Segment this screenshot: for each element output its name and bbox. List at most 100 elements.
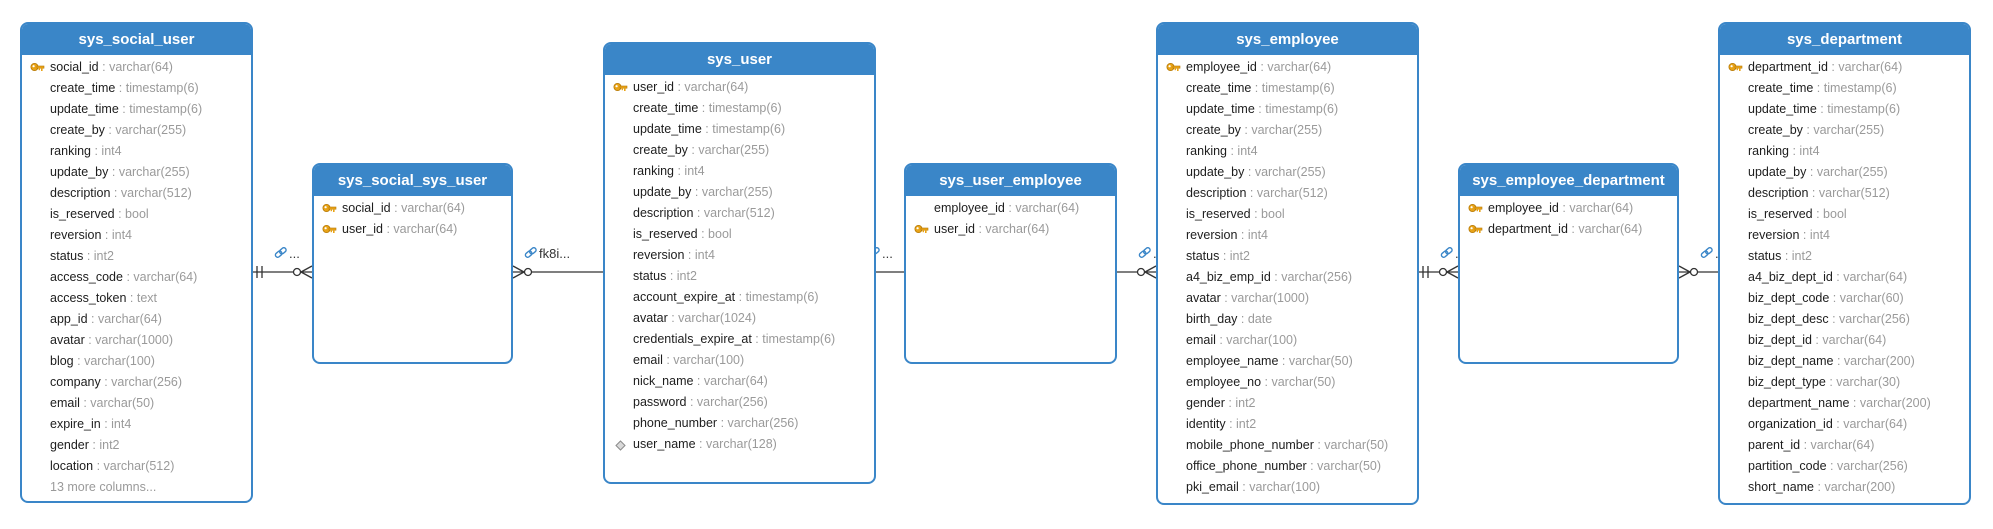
column-row[interactable]: employee_name : varchar(50) bbox=[1158, 351, 1417, 372]
column-row[interactable]: employee_id : varchar(64) bbox=[1460, 198, 1677, 219]
column-row[interactable]: birth_day : date bbox=[1158, 309, 1417, 330]
column-row[interactable]: parent_id : varchar(64) bbox=[1720, 435, 1969, 456]
column-row[interactable]: status : int2 bbox=[22, 246, 251, 267]
column-row[interactable]: reversion : int4 bbox=[1720, 225, 1969, 246]
column-row[interactable]: reversion : int4 bbox=[605, 245, 874, 266]
column-row[interactable]: social_id : varchar(64) bbox=[22, 57, 251, 78]
table-sys-user-employee[interactable]: sys_user_employee employee_id : varchar(… bbox=[904, 163, 1117, 364]
column-row[interactable]: status : int2 bbox=[1158, 246, 1417, 267]
column-row[interactable]: create_by : varchar(255) bbox=[1158, 120, 1417, 141]
column-row[interactable]: ranking : int4 bbox=[22, 141, 251, 162]
column-row[interactable]: identity : int2 bbox=[1158, 414, 1417, 435]
column-row[interactable]: create_by : varchar(255) bbox=[22, 120, 251, 141]
table-sys-social-user[interactable]: sys_social_user social_id : varchar(64)c… bbox=[20, 22, 253, 503]
column-row[interactable]: biz_dept_id : varchar(64) bbox=[1720, 330, 1969, 351]
column-row[interactable]: update_by : varchar(255) bbox=[1158, 162, 1417, 183]
column-row[interactable]: biz_dept_code : varchar(60) bbox=[1720, 288, 1969, 309]
column-row[interactable]: organization_id : varchar(64) bbox=[1720, 414, 1969, 435]
column-row[interactable]: create_time : timestamp(6) bbox=[605, 98, 874, 119]
column-row[interactable]: password : varchar(256) bbox=[605, 392, 874, 413]
column-row[interactable]: access_token : text bbox=[22, 288, 251, 309]
table-sys-user[interactable]: sys_user user_id : varchar(64)create_tim… bbox=[603, 42, 876, 484]
column-row[interactable]: account_expire_at : timestamp(6) bbox=[605, 287, 874, 308]
column-row[interactable]: department_id : varchar(64) bbox=[1720, 57, 1969, 78]
column-row[interactable]: email : varchar(100) bbox=[1158, 330, 1417, 351]
column-row[interactable]: gender : int2 bbox=[1158, 393, 1417, 414]
column-row[interactable]: create_time : timestamp(6) bbox=[1720, 78, 1969, 99]
column-row[interactable]: create_by : varchar(255) bbox=[605, 140, 874, 161]
column-row[interactable]: ranking : int4 bbox=[1158, 141, 1417, 162]
column-row[interactable]: partition_code : varchar(256) bbox=[1720, 456, 1969, 477]
column-row[interactable]: department_name : varchar(200) bbox=[1720, 393, 1969, 414]
column-row[interactable]: social_id : varchar(64) bbox=[314, 198, 511, 219]
column-row[interactable]: nick_name : varchar(64) bbox=[605, 371, 874, 392]
table-title[interactable]: sys_employee_department bbox=[1460, 165, 1677, 196]
column-row[interactable]: update_time : timestamp(6) bbox=[22, 99, 251, 120]
column-row[interactable]: avatar : varchar(1024) bbox=[605, 308, 874, 329]
column-row[interactable]: department_id : varchar(64) bbox=[1460, 219, 1677, 240]
column-row[interactable]: biz_dept_type : varchar(30) bbox=[1720, 372, 1969, 393]
table-sys-employee[interactable]: sys_employee employee_id : varchar(64)cr… bbox=[1156, 22, 1419, 505]
table-title[interactable]: sys_user bbox=[605, 44, 874, 75]
table-sys-department[interactable]: sys_department department_id : varchar(6… bbox=[1718, 22, 1971, 505]
column-row[interactable]: location : varchar(512) bbox=[22, 456, 251, 477]
column-row[interactable]: pki_email : varchar(100) bbox=[1158, 477, 1417, 498]
column-row[interactable]: employee_no : varchar(50) bbox=[1158, 372, 1417, 393]
column-row[interactable]: description : varchar(512) bbox=[1158, 183, 1417, 204]
column-row[interactable]: description : varchar(512) bbox=[22, 183, 251, 204]
column-row[interactable]: user_id : varchar(64) bbox=[906, 219, 1115, 240]
column-row[interactable]: user_id : varchar(64) bbox=[605, 77, 874, 98]
column-row[interactable]: user_id : varchar(64) bbox=[314, 219, 511, 240]
column-row[interactable]: update_by : varchar(255) bbox=[605, 182, 874, 203]
column-row[interactable]: expire_in : int4 bbox=[22, 414, 251, 435]
column-row[interactable]: update_time : timestamp(6) bbox=[605, 119, 874, 140]
table-title[interactable]: sys_user_employee bbox=[906, 165, 1115, 196]
column-row[interactable]: access_code : varchar(64) bbox=[22, 267, 251, 288]
column-row[interactable]: email : varchar(100) bbox=[605, 350, 874, 371]
column-row[interactable]: status : int2 bbox=[1720, 246, 1969, 267]
column-row[interactable]: description : varchar(512) bbox=[1720, 183, 1969, 204]
column-row[interactable]: update_time : timestamp(6) bbox=[1720, 99, 1969, 120]
column-row[interactable]: employee_id : varchar(64) bbox=[906, 198, 1115, 219]
column-row[interactable]: update_time : timestamp(6) bbox=[1158, 99, 1417, 120]
column-row[interactable]: is_reserved : bool bbox=[1720, 204, 1969, 225]
column-row[interactable]: email : varchar(50) bbox=[22, 393, 251, 414]
column-row[interactable]: mobile_phone_number : varchar(50) bbox=[1158, 435, 1417, 456]
column-row[interactable]: user_name : varchar(128) bbox=[605, 434, 874, 455]
column-row[interactable]: a4_biz_emp_id : varchar(256) bbox=[1158, 267, 1417, 288]
column-row[interactable]: avatar : varchar(1000) bbox=[1158, 288, 1417, 309]
column-row[interactable]: employee_id : varchar(64) bbox=[1158, 57, 1417, 78]
column-row[interactable]: app_id : varchar(64) bbox=[22, 309, 251, 330]
column-row[interactable]: is_reserved : bool bbox=[22, 204, 251, 225]
column-row[interactable]: reversion : int4 bbox=[1158, 225, 1417, 246]
column-row[interactable]: ranking : int4 bbox=[1720, 141, 1969, 162]
more-columns-link[interactable]: 13 more columns... bbox=[50, 480, 157, 494]
column-row[interactable]: biz_dept_name : varchar(200) bbox=[1720, 351, 1969, 372]
column-row[interactable]: a4_biz_dept_id : varchar(64) bbox=[1720, 267, 1969, 288]
column-row[interactable]: credentials_expire_at : timestamp(6) bbox=[605, 329, 874, 350]
column-row[interactable]: phone_number : varchar(256) bbox=[605, 413, 874, 434]
column-row[interactable]: reversion : int4 bbox=[22, 225, 251, 246]
column-row[interactable]: status : int2 bbox=[605, 266, 874, 287]
column-row[interactable]: create_by : varchar(255) bbox=[1720, 120, 1969, 141]
column-row[interactable]: is_reserved : bool bbox=[605, 224, 874, 245]
table-sys-employee-department[interactable]: sys_employee_department employee_id : va… bbox=[1458, 163, 1679, 364]
column-row[interactable]: update_by : varchar(255) bbox=[22, 162, 251, 183]
column-row[interactable]: create_time : timestamp(6) bbox=[22, 78, 251, 99]
column-row[interactable]: biz_dept_desc : varchar(256) bbox=[1720, 309, 1969, 330]
column-row[interactable]: gender : int2 bbox=[22, 435, 251, 456]
table-title[interactable]: sys_employee bbox=[1158, 24, 1417, 55]
column-row[interactable]: is_reserved : bool bbox=[1158, 204, 1417, 225]
column-row[interactable]: description : varchar(512) bbox=[605, 203, 874, 224]
column-row[interactable]: update_by : varchar(255) bbox=[1720, 162, 1969, 183]
column-row[interactable]: avatar : varchar(1000) bbox=[22, 330, 251, 351]
table-title[interactable]: sys_department bbox=[1720, 24, 1969, 55]
column-row[interactable]: create_time : timestamp(6) bbox=[1158, 78, 1417, 99]
table-sys-social-sys-user[interactable]: sys_social_sys_user social_id : varchar(… bbox=[312, 163, 513, 364]
column-row[interactable]: company : varchar(256) bbox=[22, 372, 251, 393]
column-row[interactable]: office_phone_number : varchar(50) bbox=[1158, 456, 1417, 477]
column-row[interactable]: short_name : varchar(200) bbox=[1720, 477, 1969, 498]
column-row[interactable]: blog : varchar(100) bbox=[22, 351, 251, 372]
column-row[interactable]: ranking : int4 bbox=[605, 161, 874, 182]
table-title[interactable]: sys_social_sys_user bbox=[314, 165, 511, 196]
